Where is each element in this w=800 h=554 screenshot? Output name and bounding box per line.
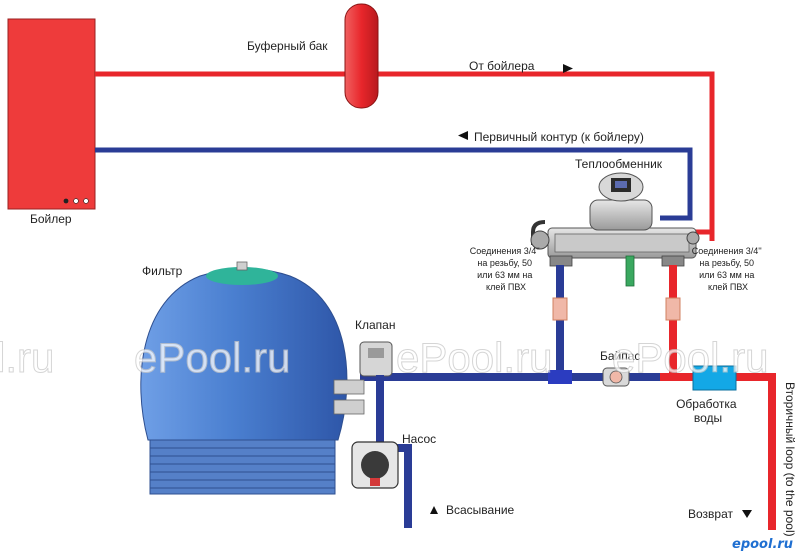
sand-filter — [140, 261, 365, 495]
tee-fitting — [548, 370, 572, 384]
valve-label: Клапан — [355, 318, 395, 332]
bypass-label: Байпас — [600, 349, 640, 363]
watermark: ePool.ru — [612, 334, 768, 381]
buffer-tank-label: Буферный бак — [247, 39, 328, 53]
watermark: ePool.ru — [396, 334, 552, 381]
epool-logo: epool.ru — [732, 537, 793, 552]
boiler-label: Бойлер — [30, 212, 72, 226]
buffer-tank — [344, 3, 379, 109]
from-boiler-label: От бойлера — [469, 59, 535, 73]
primary-cold-pipe — [95, 147, 693, 221]
suction-label: Всасывание — [446, 503, 515, 517]
heat-exchanger-label: Теплообменник — [575, 157, 663, 171]
primary-loop-label: Первичный контур (к бойлеру) — [474, 130, 644, 144]
boiler-body — [7, 18, 96, 210]
multiport-valve — [359, 341, 393, 377]
watermark: l.ru — [0, 334, 54, 381]
return-label: Возврат — [688, 507, 734, 521]
return-arrow-down-icon — [742, 510, 752, 518]
pump — [351, 441, 399, 489]
watermark: ePool.ru — [134, 334, 290, 381]
flow-arrow-left-icon — [458, 131, 468, 140]
left-riser-valve — [552, 297, 568, 321]
primary-hot-pipe — [95, 71, 715, 241]
water-treatment-unit — [692, 365, 737, 391]
water-treatment-label: Обработка воды — [676, 397, 740, 425]
boiler-indicator — [83, 198, 89, 204]
heat-exchanger — [530, 172, 712, 287]
secondary-loop-label: Вторичный loop (to the pool) — [783, 382, 797, 537]
pump-label: Насос — [402, 432, 436, 446]
bypass-valve — [602, 367, 630, 387]
boiler-indicator — [63, 198, 69, 204]
filter-label: Фильтр — [142, 264, 183, 278]
suction-arrow-up-icon — [430, 506, 438, 514]
connections-right-label: Соединения 3/4'' на резьбу, 50 или 63 мм… — [692, 246, 764, 292]
right-riser-valve — [665, 297, 681, 321]
boiler-indicator — [73, 198, 79, 204]
flow-arrow-right-icon — [563, 64, 573, 73]
connections-left-label: Соединения 3/4'' на резьбу, 50 или 63 мм… — [470, 246, 542, 292]
